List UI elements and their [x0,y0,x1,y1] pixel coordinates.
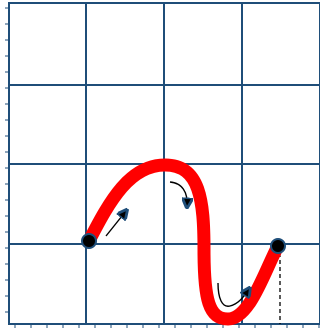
ticks [5,7,320,328]
grid [8,2,320,325]
end-point [270,238,286,254]
start-point [81,233,97,249]
s-curve [82,158,285,326]
direction-arrow-up [105,211,126,237]
direction-arrow-hook-up [217,282,249,307]
direction-arrow-curve-down [169,181,187,206]
